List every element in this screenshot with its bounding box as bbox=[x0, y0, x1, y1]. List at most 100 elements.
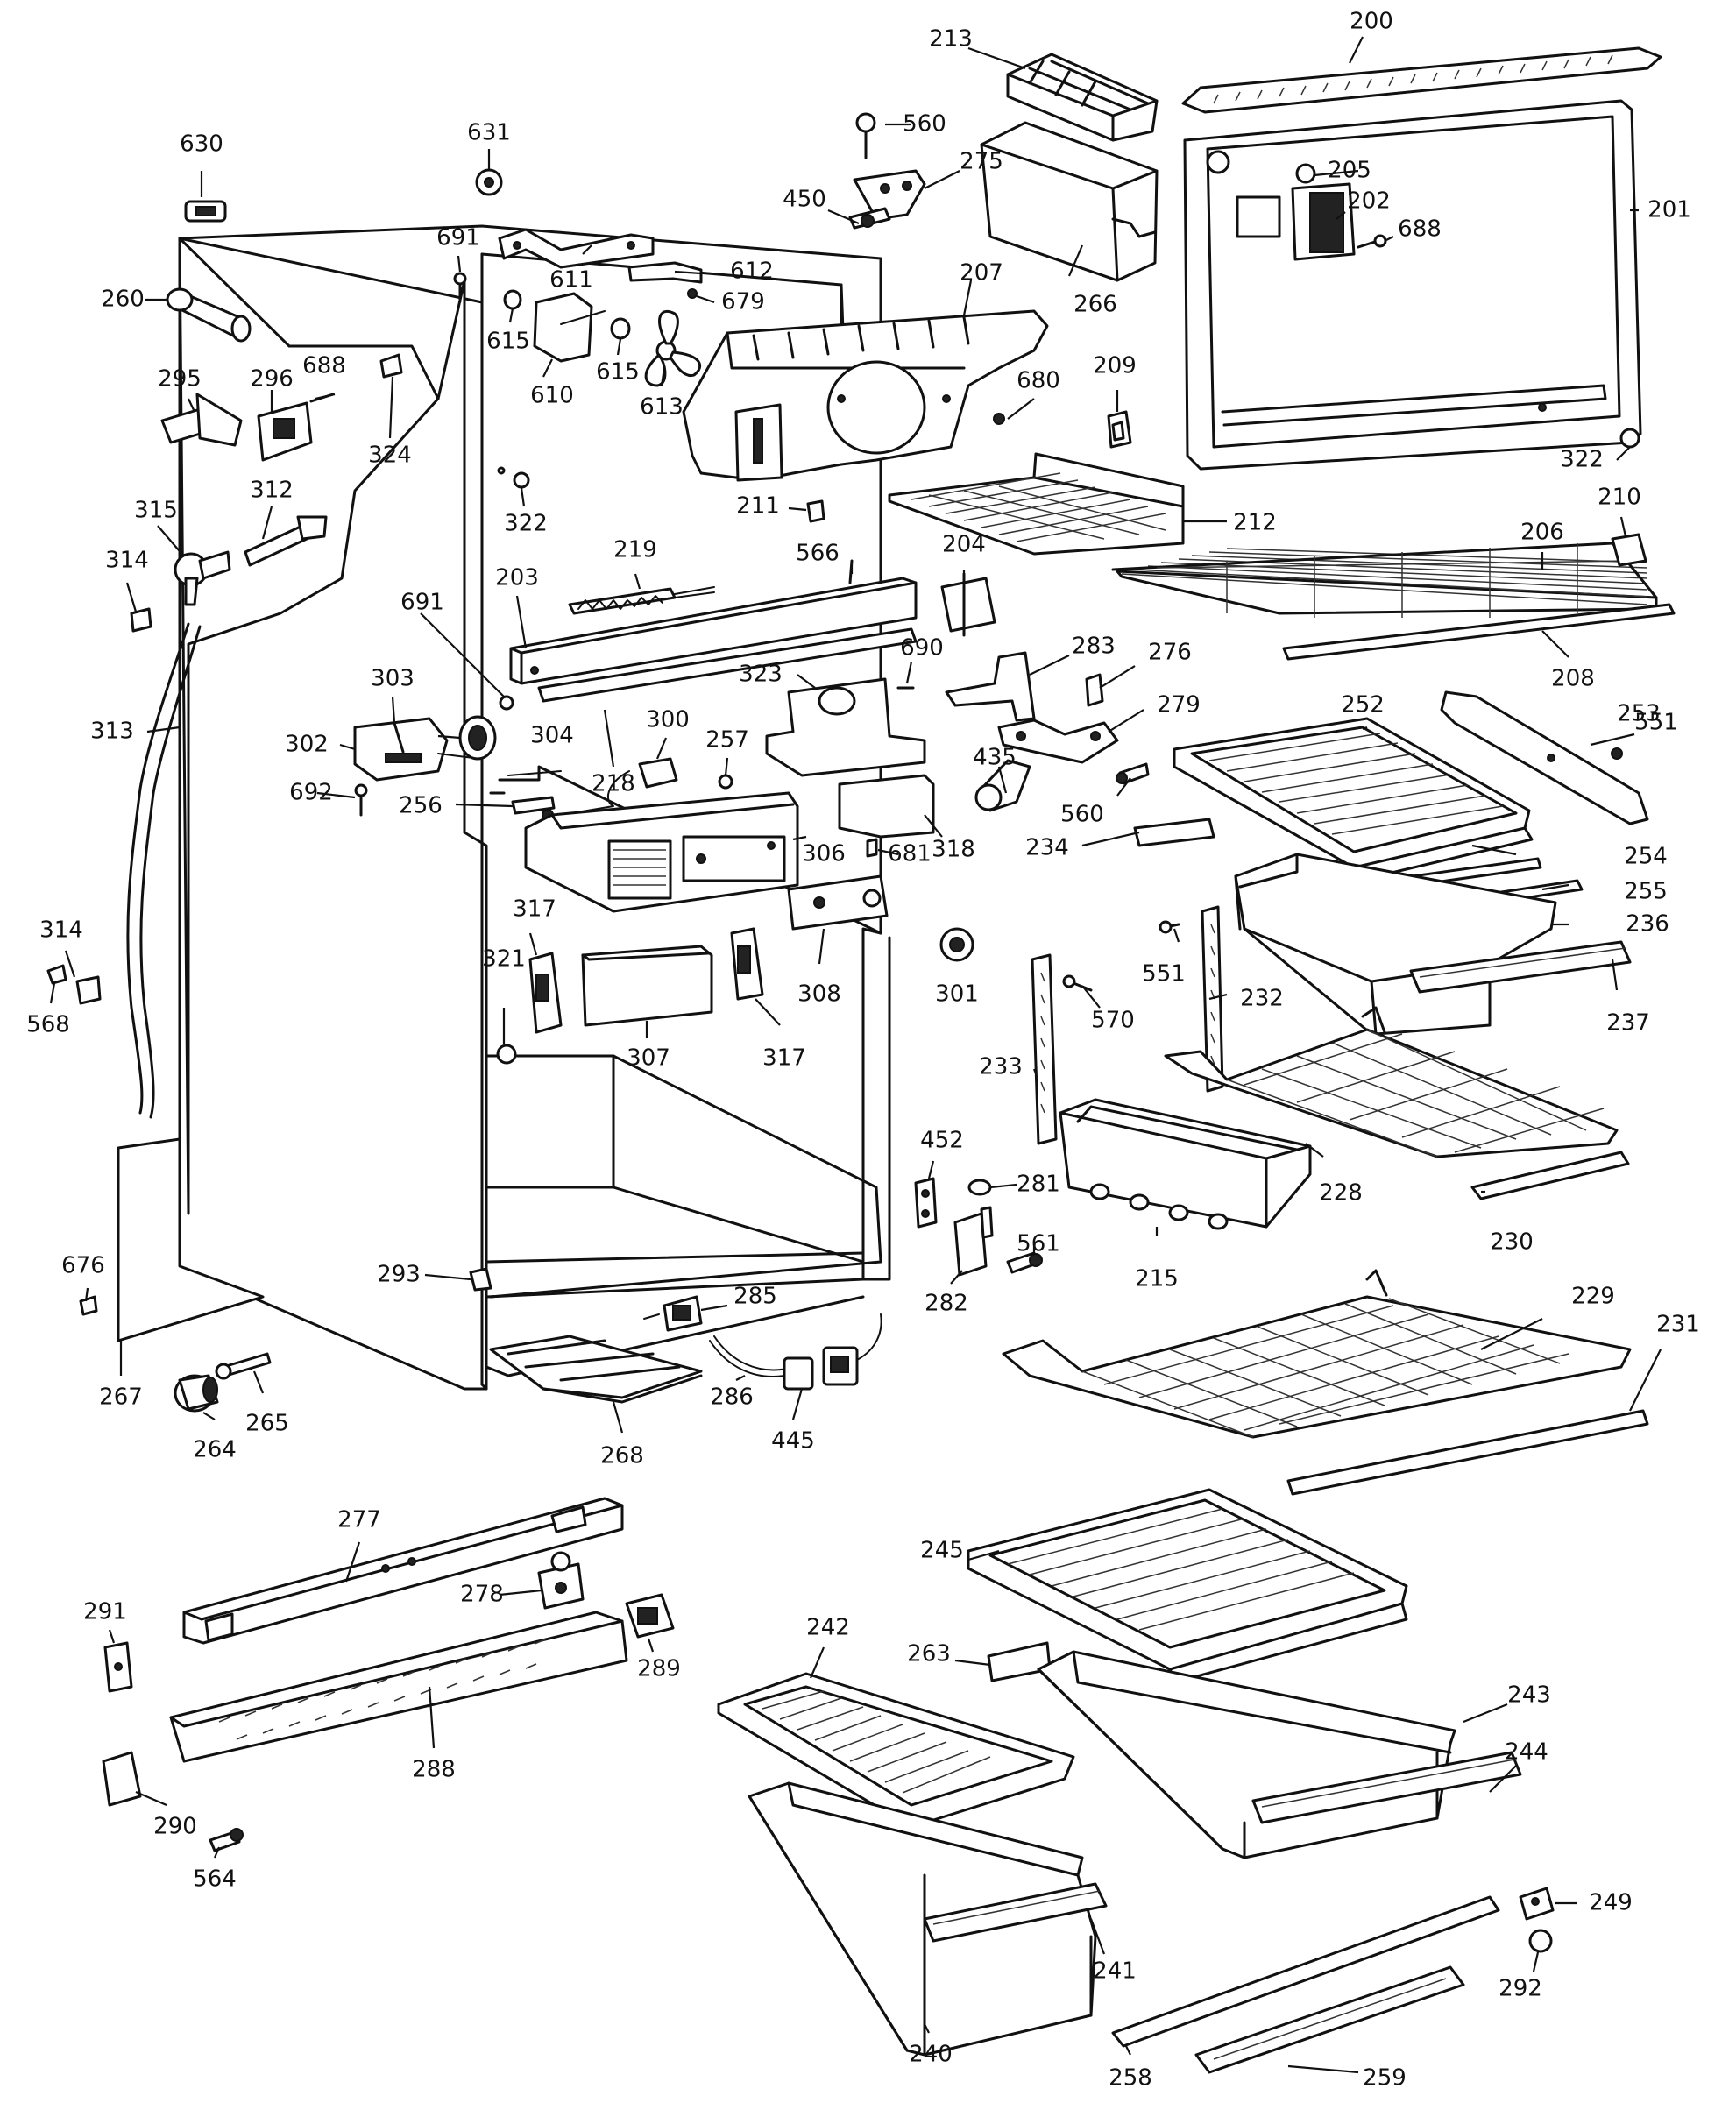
bin-215 bbox=[1059, 1098, 1312, 1230]
grommet-211 bbox=[806, 499, 825, 523]
label-301: 301 bbox=[935, 981, 979, 1008]
label-445: 445 bbox=[771, 1428, 815, 1455]
label-322: 322 bbox=[504, 511, 548, 537]
label-277: 277 bbox=[337, 1507, 381, 1533]
rail-258 bbox=[1111, 1895, 1500, 2048]
label-213: 213 bbox=[929, 26, 973, 53]
label-232: 232 bbox=[1240, 986, 1284, 1012]
bracket-611 bbox=[498, 228, 655, 269]
trim-208 bbox=[1282, 603, 1676, 661]
part-264 bbox=[174, 1374, 219, 1413]
part-631 bbox=[475, 168, 503, 196]
label-615: 615 bbox=[596, 359, 640, 386]
grommet-322-right bbox=[1619, 428, 1640, 449]
label-215: 215 bbox=[1135, 1266, 1179, 1292]
part-260 bbox=[166, 287, 252, 343]
damper-209 bbox=[1107, 410, 1132, 449]
label-241: 241 bbox=[1093, 1958, 1137, 1985]
hinge-204 bbox=[940, 572, 996, 637]
label-680: 680 bbox=[1017, 368, 1060, 394]
door-panel-201 bbox=[1183, 99, 1642, 471]
label-692: 692 bbox=[289, 780, 333, 806]
fan-blade-613 bbox=[644, 309, 702, 387]
label-252: 252 bbox=[1341, 692, 1385, 719]
label-267: 267 bbox=[99, 1384, 143, 1411]
label-631: 631 bbox=[467, 120, 511, 146]
control-housing-306 bbox=[524, 791, 799, 913]
shelf-229 bbox=[1002, 1269, 1632, 1439]
bracket-317-right bbox=[730, 927, 764, 1001]
part-293 bbox=[469, 1267, 492, 1292]
label-210: 210 bbox=[1598, 485, 1641, 511]
label-690: 690 bbox=[900, 635, 944, 662]
label-255: 255 bbox=[1624, 879, 1668, 905]
grommet-257 bbox=[718, 774, 733, 790]
label-282: 282 bbox=[925, 1291, 968, 1317]
label-304: 304 bbox=[530, 723, 574, 749]
bracket-318 bbox=[838, 774, 935, 839]
hinge-282 bbox=[953, 1206, 994, 1277]
cover-245 bbox=[967, 1488, 1408, 1684]
part-290 bbox=[102, 1751, 142, 1807]
knob-301 bbox=[939, 927, 974, 962]
part-295 bbox=[160, 393, 243, 447]
label-285: 285 bbox=[733, 1284, 777, 1310]
ice-bucket-266 bbox=[980, 121, 1159, 282]
label-209: 209 bbox=[1093, 353, 1137, 379]
label-286: 286 bbox=[710, 1384, 754, 1411]
label-275: 275 bbox=[960, 149, 1003, 175]
trim-231 bbox=[1286, 1409, 1649, 1496]
part-435 bbox=[974, 759, 1031, 812]
label-228: 228 bbox=[1319, 1180, 1363, 1207]
label-290: 290 bbox=[153, 1814, 197, 1840]
label-564: 564 bbox=[193, 1866, 237, 1893]
screw-568 bbox=[46, 964, 67, 985]
hinge-279 bbox=[997, 719, 1119, 764]
label-231: 231 bbox=[1656, 1312, 1700, 1338]
label-313: 313 bbox=[90, 719, 134, 745]
grommet-615-left bbox=[503, 289, 522, 310]
part-324 bbox=[379, 353, 403, 379]
label-281: 281 bbox=[1017, 1172, 1060, 1198]
grille-288 bbox=[169, 1611, 628, 1763]
bracket-612 bbox=[627, 261, 703, 284]
wire-harness-286-445 bbox=[709, 1313, 882, 1391]
label-208: 208 bbox=[1551, 666, 1595, 692]
label-314: 314 bbox=[39, 917, 83, 944]
handle-237 bbox=[1409, 940, 1632, 994]
leader-lines bbox=[49, 36, 1662, 2074]
screw-561 bbox=[1006, 1251, 1043, 1274]
label-317: 317 bbox=[762, 1045, 806, 1072]
label-324: 324 bbox=[368, 443, 412, 469]
label-321: 321 bbox=[482, 946, 526, 973]
screw-691-lower bbox=[499, 695, 514, 711]
label-292: 292 bbox=[1499, 1976, 1542, 2002]
thermostat-300 bbox=[507, 757, 678, 816]
heater-219 bbox=[568, 586, 715, 615]
label-249: 249 bbox=[1589, 1890, 1633, 1916]
pin-276 bbox=[1085, 673, 1104, 707]
label-206: 206 bbox=[1520, 520, 1564, 546]
label-688: 688 bbox=[302, 353, 346, 379]
label-630: 630 bbox=[180, 131, 223, 158]
bracket-283 bbox=[945, 651, 1036, 722]
housing-323 bbox=[765, 677, 926, 777]
label-611: 611 bbox=[549, 267, 593, 294]
label-263: 263 bbox=[907, 1641, 951, 1668]
pin-450 bbox=[848, 207, 891, 230]
label-300: 300 bbox=[646, 707, 690, 733]
label-613: 613 bbox=[640, 394, 684, 421]
label-452: 452 bbox=[920, 1128, 964, 1154]
label-312: 312 bbox=[250, 478, 294, 504]
handle-241 bbox=[923, 1882, 1108, 1943]
label-560: 560 bbox=[1060, 802, 1104, 828]
trim-218 bbox=[537, 627, 918, 703]
label-435: 435 bbox=[973, 745, 1017, 771]
label-201: 201 bbox=[1647, 197, 1691, 223]
label-560: 560 bbox=[903, 111, 946, 138]
label-204: 204 bbox=[942, 532, 986, 558]
label-615: 615 bbox=[486, 329, 530, 355]
label-314: 314 bbox=[105, 548, 149, 574]
part-249 bbox=[1519, 1887, 1555, 1921]
